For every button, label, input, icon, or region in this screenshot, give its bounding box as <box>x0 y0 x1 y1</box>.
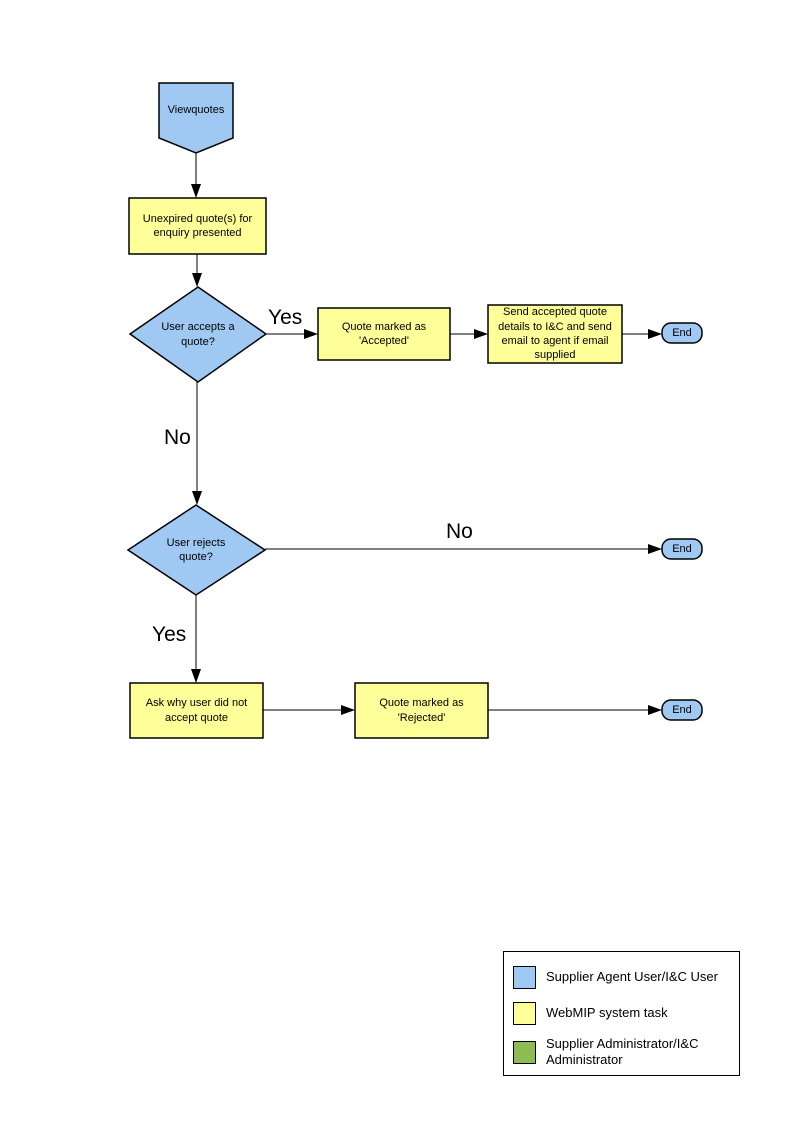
legend-item-webmip-system-task: WebMIP system task <box>513 1002 736 1025</box>
legend-item-supplier-agent-user: Supplier Agent User/I&C User <box>513 966 736 989</box>
legend-label-supplier-agent-user: Supplier Agent User/I&C User <box>546 969 718 985</box>
legend-item-supplier-administrator: Supplier Administrator/I&C Administrator <box>513 1036 736 1069</box>
ask-why-box-shape <box>129 682 264 739</box>
marked-rejected-box-shape <box>354 682 489 739</box>
start-pentagon-shape <box>158 82 234 154</box>
marked-accepted-box-shape <box>317 307 451 361</box>
legend-swatch-blue <box>513 966 536 989</box>
user-rejects-diamond-shape <box>126 504 267 596</box>
end-accept-stadium-shape <box>661 322 703 344</box>
send-details-box-shape <box>487 304 623 364</box>
unexpired-quotes-box-shape <box>128 197 267 255</box>
legend-label-webmip-system-task: WebMIP system task <box>546 1005 668 1021</box>
legend-label-supplier-administrator: Supplier Administrator/I&C Administrator <box>546 1036 699 1068</box>
legend-box: Supplier Agent User/I&C User WebMIP syst… <box>503 951 740 1076</box>
end-reject-no-stadium-shape <box>661 538 703 560</box>
legend-swatch-green <box>513 1040 536 1064</box>
end-reject-yes-stadium-shape <box>661 699 703 721</box>
legend-swatch-yellow <box>513 1002 536 1025</box>
user-accepts-diamond-shape <box>128 286 268 383</box>
